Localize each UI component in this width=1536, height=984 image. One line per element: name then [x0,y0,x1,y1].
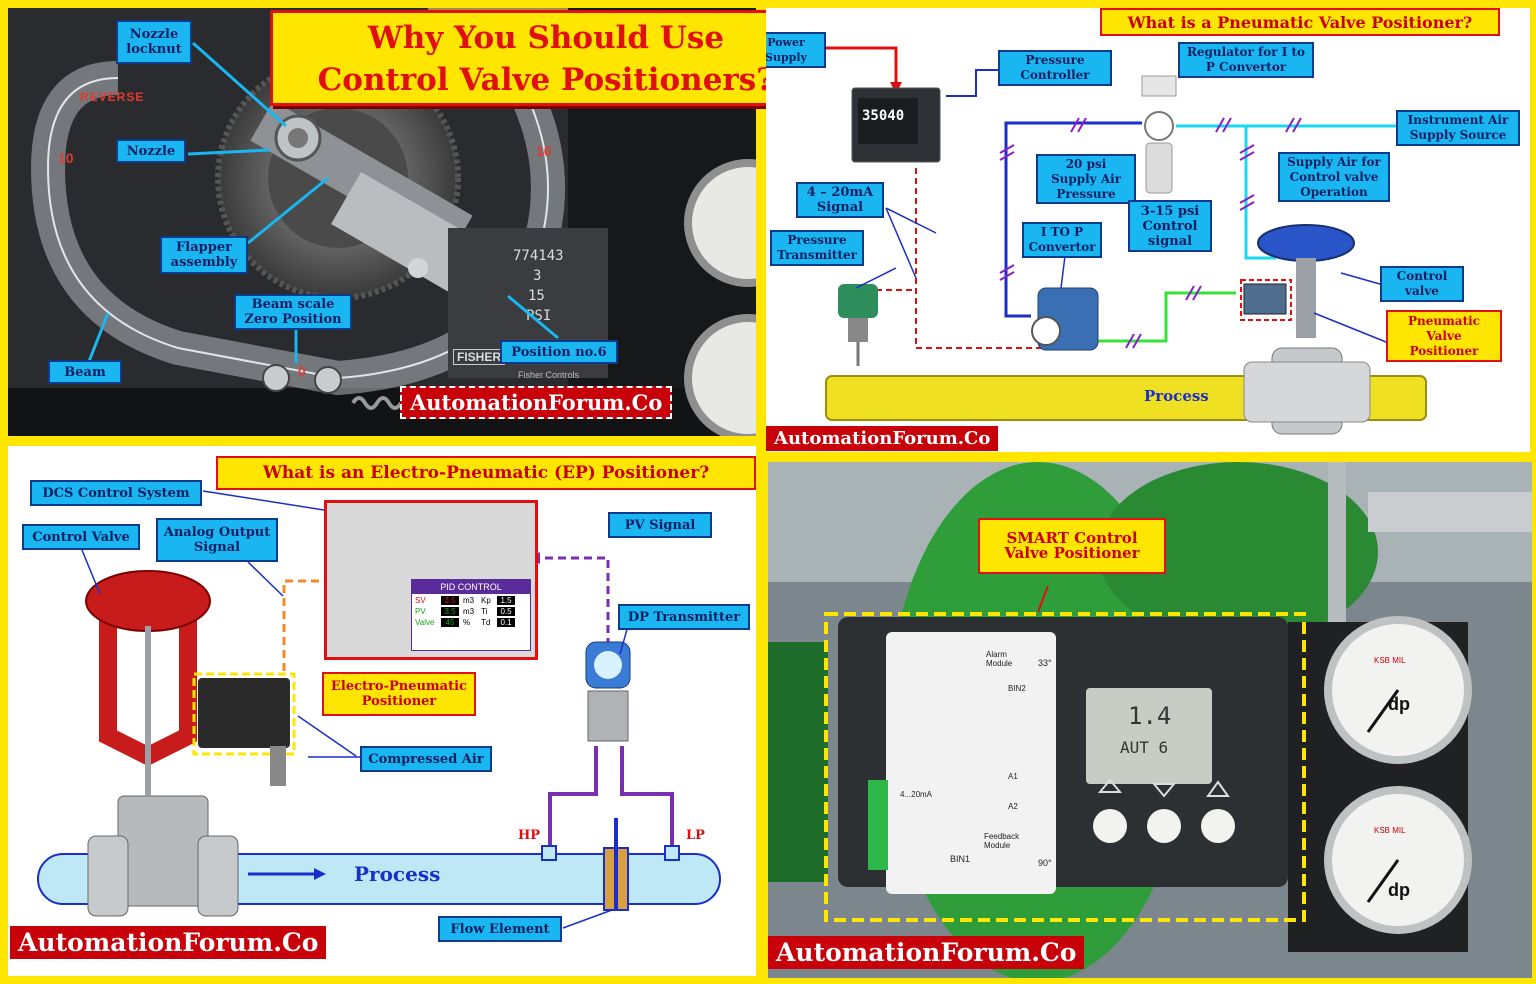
card-bin1: BIN1 [950,854,971,864]
gauge-top-text: dp [1388,694,1410,714]
label-smart-positioner: SMART Control Valve Positioner [978,518,1166,574]
label-nozzle: Nozzle [116,139,186,163]
pid-sv-label: SV [415,596,426,605]
watermark-panel1: AutomationForum.Co [400,386,673,419]
dcs-screen: PID CONTROL SV 3.5 m3 Kp 1.5 PV 3.5 m3 T… [324,500,538,660]
label-power-supply: Power Supply [766,32,826,68]
card-a1: A1 [1008,772,1018,781]
label-pneumatic-positioner: Pneumatic Valve Positioner [1386,310,1502,362]
card-angle-top: 33° [1038,658,1052,668]
label-control-signal: 3-15 psi Control signal [1128,200,1212,252]
panel-smart-positioner: Alarm Module BIN2 A1 A2 4...20mA BIN1 Fe… [768,462,1532,978]
pid-row-pv: PV 3.5 m3 Ti 0.5 [412,605,530,616]
lcd-mode: AUT 6 [1120,738,1169,757]
pid-pv-unit: m3 [463,607,475,616]
watermark-panel3: AutomationForum.Co [10,926,327,959]
card-angle-bottom: 90° [1038,858,1052,868]
label-ep-positioner: Electro-Pneumatic Positioner [322,672,476,716]
label-position: Position no.6 [500,340,618,364]
card-bin2: BIN2 [1008,684,1026,693]
pid-sv-unit: m3 [463,596,475,605]
pid-row-valve: Valve 45 % Td 0.1 [412,616,530,627]
pneumatic-loop-diagram [818,46,1466,435]
label-control-valve: Control valve [1380,266,1464,302]
scale-number-10-left: 10 [58,150,74,166]
plate-value-3: 3 [533,268,542,284]
label-beam-scale: Beam scale Zero Position [234,294,352,330]
controller-display: 35040 [862,108,905,124]
gauge-bottom-text: dp [1388,880,1410,900]
pid-kp-value: 1.5 [497,596,515,605]
pid-sv-value: 3.5 [441,596,459,605]
pid-row-sv: SV 3.5 m3 Kp 1.5 [412,594,530,605]
scale-number-10-right: 10 [536,143,552,159]
card-feedback-module: Feedback Module [984,832,1020,850]
card-alarm-module: Alarm Module [986,650,1013,668]
label-pressure-transmitter: Pressure Transmitter [770,230,864,266]
label-regulator: Regulator for I to P Convertor [1178,42,1314,78]
ep-loop-diagram [37,490,721,929]
label-flapper-assembly: Flapper assembly [160,236,248,274]
pid-ti-value: 0.5 [497,607,515,616]
label-dp-transmitter: DP Transmitter [618,604,750,630]
panel2-title: What is a Pneumatic Valve Positioner? [1100,8,1500,36]
watermark-panel4: AutomationForum.Co [768,936,1085,969]
plate-unit: PSI [526,308,552,324]
fisher-controls-text: Fisher Controls [518,370,580,380]
panel1-leader-lines [86,41,559,365]
panel-ep-positioner: PID CONTROL SV 3.5 m3 Kp 1.5 PV 3.5 m3 T… [8,446,756,976]
reverse-text: REVERSE [80,90,145,104]
label-control-valve-ep: Control Valve [22,524,140,550]
pid-title: PID CONTROL [412,580,530,594]
process-label-ep: Process [354,862,441,886]
pid-ti-label: Ti [481,607,488,616]
pid-pv-value: 3.5 [441,607,459,616]
gauge-top-brand: KSB MIL [1374,656,1406,665]
label-supply-air-operation: Supply Air for Control valve Operation [1278,152,1390,202]
watermark-panel2: AutomationForum.Co [766,426,999,451]
label-compressed-air: Compressed Air [360,746,492,772]
gauge-bottom-brand: KSB MIL [1374,826,1406,835]
label-nozzle-locknut: Nozzle locknut [116,20,192,64]
panel-pneumatic-positioner: 35040 What is a Pneumatic Valve Position… [766,8,1530,452]
lcd-value: 1.4 [1128,702,1172,730]
pid-valve-unit: % [463,618,471,627]
label-pv-signal: PV Signal [608,512,712,538]
label-analog-output: Analog Output Signal [156,518,278,562]
scale-number-0: 0 [298,363,306,379]
pid-panel: PID CONTROL SV 3.5 m3 Kp 1.5 PV 3.5 m3 T… [411,579,531,651]
label-flow-element: Flow Element [438,916,562,942]
pid-pv-label: PV [415,607,426,616]
main-title: Why You Should Use Control Valve Positio… [270,10,822,106]
pid-td-value: 0.1 [497,618,515,627]
pid-valve-label: Valve [415,618,435,627]
card-current: 4...20mA [900,790,933,799]
pid-valve-value: 45 [441,618,459,627]
label-instrument-air: Instrument Air Supply Source [1396,110,1520,146]
card-a2: A2 [1008,802,1018,811]
label-beam: Beam [48,360,122,384]
process-label-top: Process [1144,387,1209,405]
label-dcs-control: DCS Control System [30,480,202,506]
label-20psi-supply: 20 psi Supply Air Pressure [1036,154,1136,204]
label-lp: LP [686,828,705,843]
label-4-20ma-signal: 4 – 20mA Signal [796,182,884,218]
pid-td-label: Td [481,618,491,627]
plate-value-15: 15 [528,288,545,304]
pid-kp-label: Kp [481,596,491,605]
label-hp: HP [518,828,541,843]
panel3-title: What is an Electro-Pneumatic (EP) Positi… [216,456,756,490]
plate-serial: 774143 [513,248,564,264]
label-pressure-controller: Pressure Controller [998,50,1112,86]
label-i-to-p: I TO P Convertor [1022,222,1102,258]
